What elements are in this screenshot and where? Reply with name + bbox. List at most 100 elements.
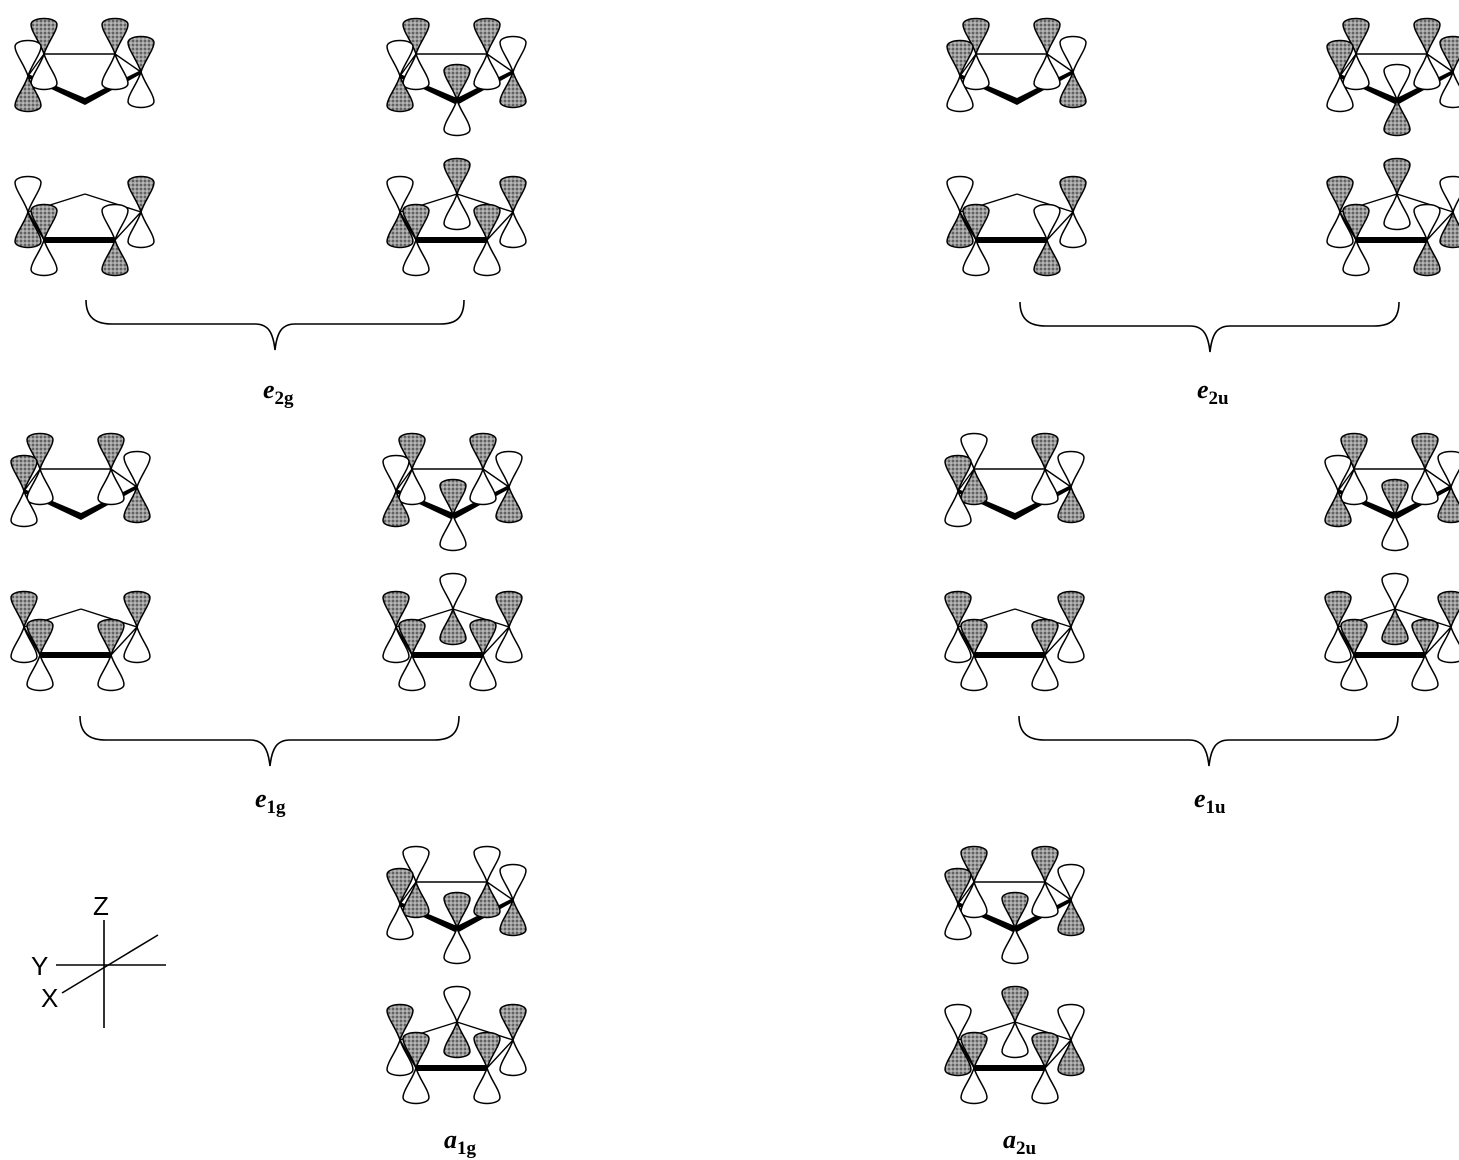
p-orbital-upper-lobe [402,845,430,885]
p-orbital [97,618,125,692]
p-orbital-upper-lobe [469,618,497,658]
ring-bond [959,211,977,241]
p-orbital-lower-lobe [1326,209,1354,249]
p-orbital-lower-lobe [499,69,527,109]
p-orbital [439,572,467,646]
p-orbital-upper-lobe [1001,985,1029,1025]
p-orbital-lower-lobe [1381,606,1409,646]
p-orbital [1031,1031,1059,1105]
orbital-pair-7 [1324,432,1459,692]
ring-front-bond [1356,237,1427,243]
p-orbital-lower-lobe [101,237,129,277]
p-orbital-lower-lobe [960,1065,988,1105]
p-orbital-upper-lobe [1381,478,1409,518]
p-orbital [398,432,426,506]
p-orbital [443,985,471,1059]
p-orbital [473,1031,501,1105]
ring-bond [27,211,45,241]
p-orbital [30,203,58,277]
p-orbital-upper-lobe [499,35,527,75]
p-orbital-upper-lobe [1057,590,1085,630]
ring-front-bond [412,652,483,658]
p-orbital-lower-lobe [499,897,527,937]
p-orbital-upper-lobe [1437,590,1459,630]
p-orbital-upper-lobe [495,450,523,490]
p-orbital [1031,432,1059,506]
orbital-pair-8 [386,845,527,1105]
p-orbital [1001,985,1029,1059]
p-orbital [962,203,990,277]
p-orbital [944,867,972,941]
p-orbital-lower-lobe [1383,97,1411,137]
p-orbital-upper-lobe [1033,203,1061,243]
p-orbital-lower-lobe [386,901,414,941]
p-orbital-upper-lobe [14,175,42,215]
p-orbital-lower-lobe [1324,488,1352,528]
p-orbital [402,845,430,919]
p-orbital-lower-lobe [1326,73,1354,113]
p-orbital [26,432,54,506]
p-orbital-lower-lobe [14,209,42,249]
ring-bond [1044,626,1072,656]
p-orbital-upper-lobe [944,1003,972,1043]
p-orbital-upper-lobe [1031,618,1059,658]
p-orbital-upper-lobe [1381,572,1409,612]
ring-bond [957,468,975,492]
p-orbital-upper-lobe [1439,35,1459,75]
ring-bond [482,626,510,656]
p-orbital-upper-lobe [26,618,54,658]
ring-bond [1044,1039,1072,1069]
p-orbital [1031,618,1059,692]
p-orbital-upper-lobe [443,63,471,103]
p-orbital-lower-lobe [123,624,151,664]
p-orbital [1439,35,1459,109]
e2g-brace [85,299,465,351]
p-orbital-upper-lobe [1001,891,1029,931]
y-axis-label: Y [31,951,48,981]
p-orbital-lower-lobe [1437,624,1459,664]
orbital-pair-3 [1326,17,1459,277]
p-orbital [382,454,410,528]
p-orbital [946,39,974,113]
p-orbital-upper-lobe [1340,618,1368,658]
ring-bond [114,211,142,241]
p-orbital-lower-lobe [97,466,125,506]
p-orbital-lower-lobe [101,51,129,91]
p-orbital-lower-lobe [398,466,426,506]
p-orbital [960,618,988,692]
ring-front-bond [44,237,115,243]
ring-bond [486,1039,514,1069]
p-orbital-upper-lobe [402,203,430,243]
ring-bond [1016,193,1074,213]
p-orbital [1033,17,1061,91]
p-orbital-upper-lobe [398,432,426,472]
p-orbital-lower-lobe [1411,652,1439,692]
p-orbital-lower-lobe [944,488,972,528]
p-orbital-lower-lobe [1340,466,1368,506]
ring-bond [957,881,975,905]
orbital-drawings [10,17,1459,1105]
p-orbital [499,35,527,109]
p-orbital-upper-lobe [962,17,990,57]
p-orbital-lower-lobe [962,51,990,91]
p-orbital-upper-lobe [473,1031,501,1071]
ring-bond [456,193,514,213]
p-orbital-lower-lobe [382,624,410,664]
p-orbital [1437,590,1459,664]
ring-bond [1394,608,1452,628]
p-orbital [962,17,990,91]
p-orbital [386,175,414,249]
p-orbital-upper-lobe [1031,845,1059,885]
p-orbital-upper-lobe [1413,17,1441,57]
p-orbital [499,1003,527,1077]
p-orbital-lower-lobe [1057,624,1085,664]
p-orbital-lower-lobe [1342,51,1370,91]
ring-bond [486,53,514,73]
z-axis-label: Z [93,891,109,921]
p-orbital-upper-lobe [127,175,155,215]
ring-front-bond [974,652,1045,658]
p-orbital-lower-lobe [386,209,414,249]
p-orbital-upper-lobe [30,203,58,243]
p-orbital [495,450,523,524]
p-orbital-lower-lobe [1439,209,1459,249]
